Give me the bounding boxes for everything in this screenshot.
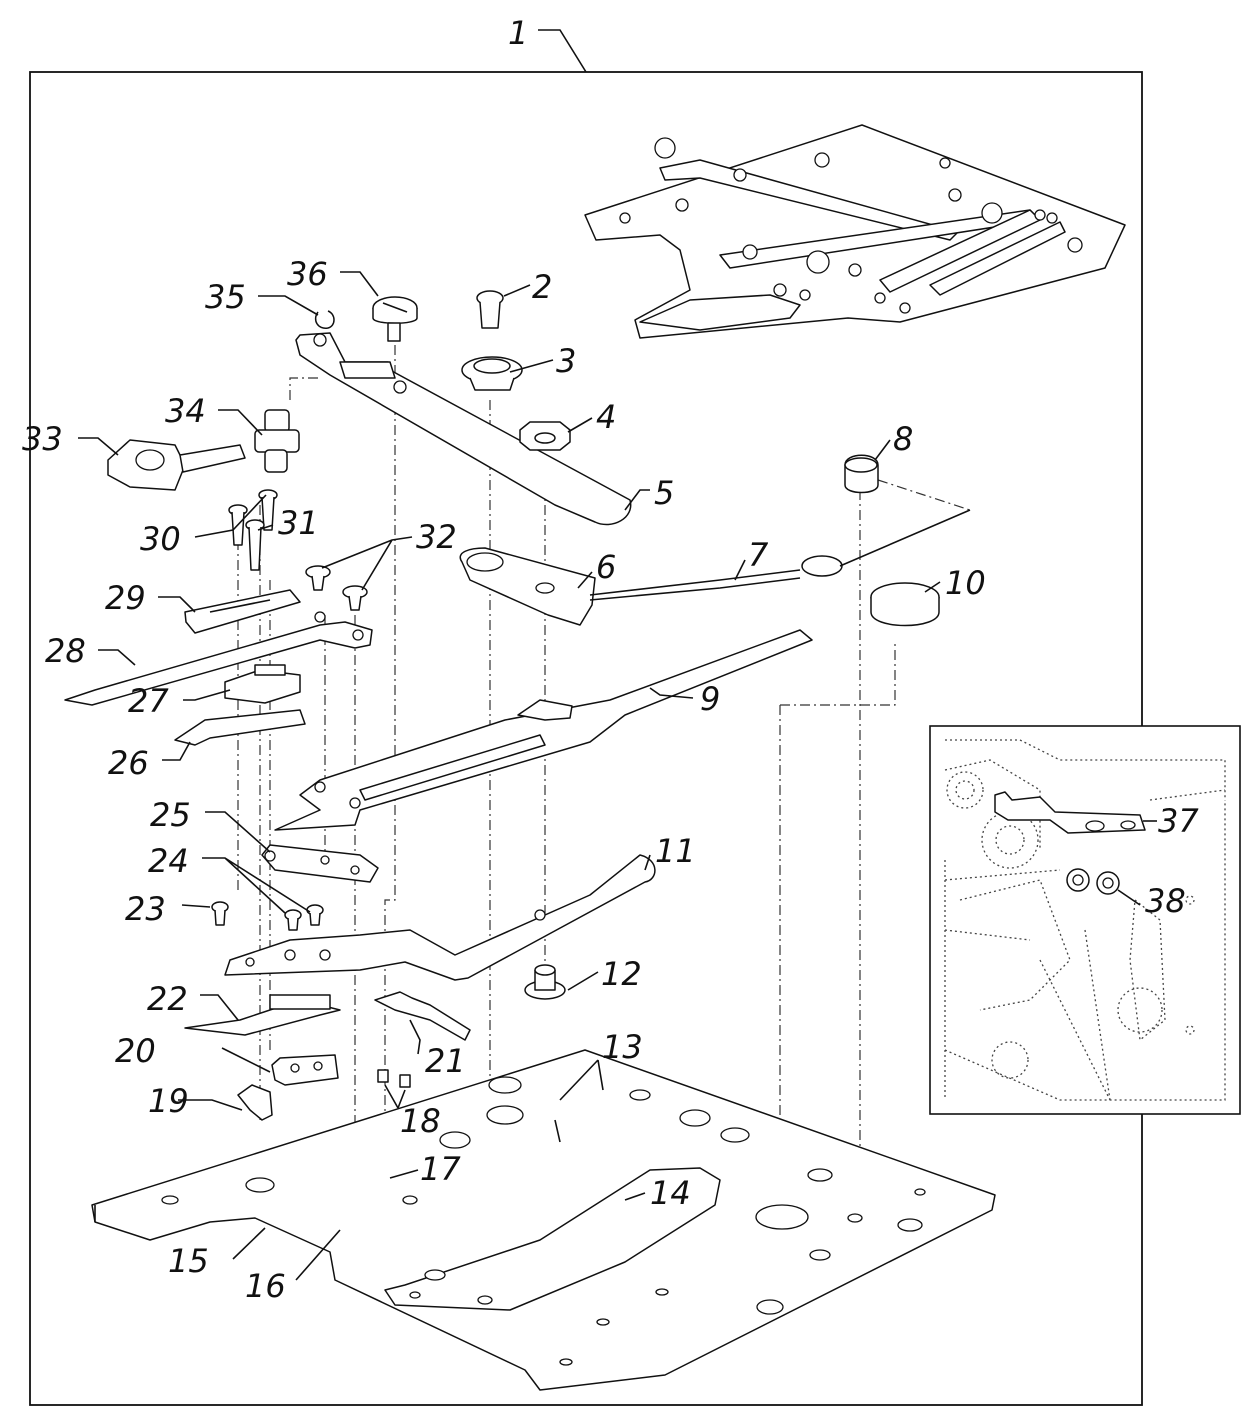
label-3: 3 bbox=[556, 342, 576, 380]
label-36: 36 bbox=[287, 255, 328, 293]
inset-detail bbox=[929, 725, 1241, 1115]
label-22: 22 bbox=[147, 980, 188, 1018]
label-13: 13 bbox=[602, 1028, 643, 1066]
label-33: 33 bbox=[22, 420, 63, 458]
label-31: 31 bbox=[278, 504, 319, 542]
label-20: 20 bbox=[115, 1032, 156, 1070]
label-24: 24 bbox=[148, 842, 189, 880]
label-8: 8 bbox=[893, 420, 913, 458]
label-21: 21 bbox=[425, 1042, 466, 1080]
label-11: 11 bbox=[655, 832, 696, 870]
label-10: 10 bbox=[945, 564, 986, 602]
label-37: 37 bbox=[1158, 802, 1199, 840]
label-4: 4 bbox=[596, 398, 616, 436]
label-30: 30 bbox=[140, 520, 181, 558]
label-9: 9 bbox=[700, 680, 720, 718]
label-25: 25 bbox=[150, 796, 191, 834]
label-29: 29 bbox=[105, 579, 146, 617]
label-7: 7 bbox=[748, 536, 769, 574]
label-23: 23 bbox=[125, 890, 166, 928]
label-2: 2 bbox=[532, 268, 552, 306]
label-17: 17 bbox=[420, 1150, 461, 1188]
label-38: 38 bbox=[1145, 882, 1186, 920]
label-28: 28 bbox=[45, 632, 86, 670]
label-35: 35 bbox=[205, 278, 246, 316]
label-5: 5 bbox=[654, 474, 674, 512]
label-32: 32 bbox=[416, 518, 457, 556]
label-15: 15 bbox=[168, 1242, 209, 1280]
label-12: 12 bbox=[601, 955, 642, 993]
label-1: 1 bbox=[508, 14, 528, 52]
label-14: 14 bbox=[650, 1174, 691, 1212]
label-16: 16 bbox=[245, 1267, 286, 1305]
label-26: 26 bbox=[108, 744, 149, 782]
label-19: 19 bbox=[148, 1082, 189, 1120]
label-6: 6 bbox=[596, 548, 616, 586]
label-18: 18 bbox=[400, 1102, 441, 1140]
label-27: 27 bbox=[128, 682, 169, 720]
assembled-view bbox=[584, 124, 1126, 339]
label-34: 34 bbox=[165, 392, 206, 430]
